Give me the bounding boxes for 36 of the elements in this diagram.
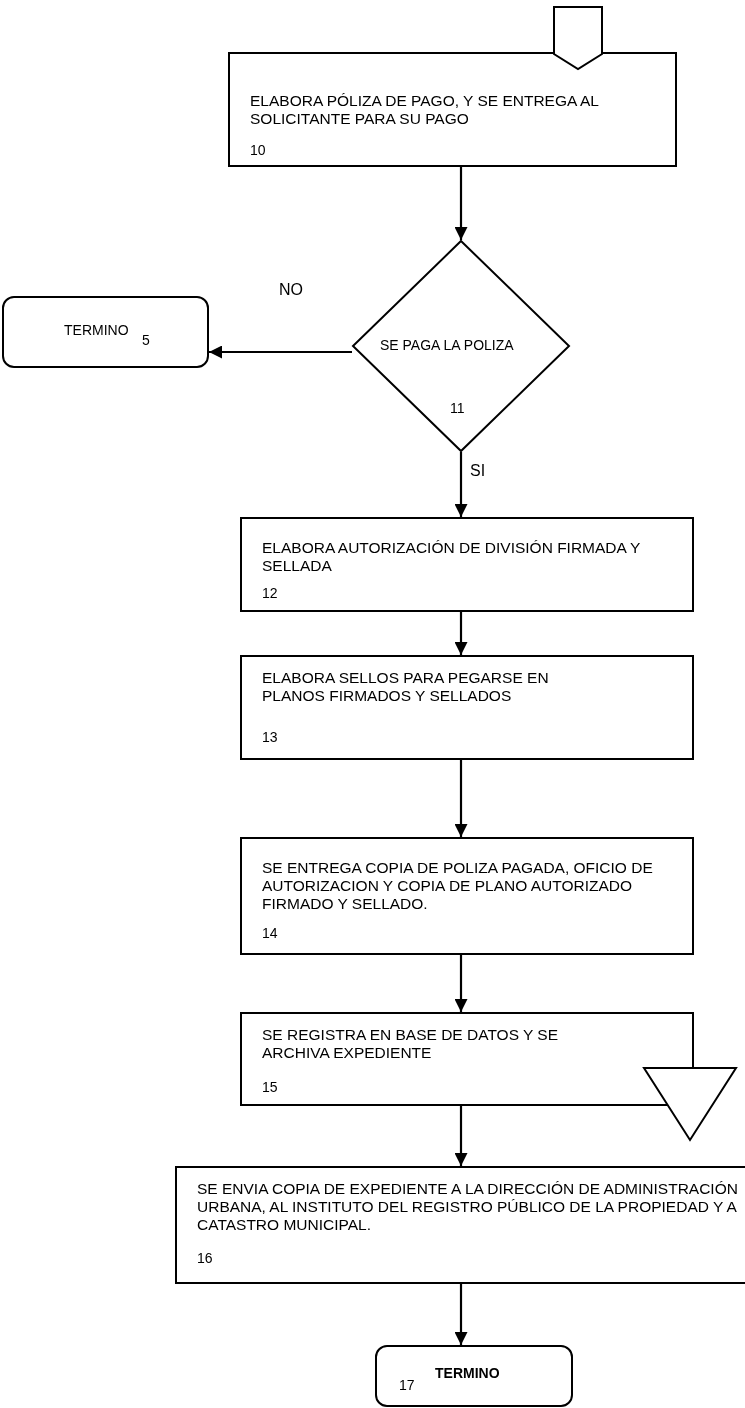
step-description: SE ENTREGA COPIA DE POLIZA PAGADA, OFICIO DE AUTORIZACION Y COPIA DE PLANO AUTORIZADO FIRMADO Y SELLADO. (262, 859, 654, 913)
decision-label: SE PAGA LA POLIZA (380, 337, 514, 353)
step-number: 12 (262, 585, 278, 601)
process-box (240, 517, 694, 612)
terminal-label: TERMINO (435, 1365, 500, 1381)
process-box (228, 52, 677, 167)
terminal-box (2, 296, 209, 368)
arrow (454, 612, 468, 655)
step-description: ELABORA PÓLIZA DE PAGO, Y SE ENTREGA AL SOLICITANTE PARA SU PAGO (250, 92, 600, 128)
step-description: ELABORA AUTORIZACIÓN DE DIVISIÓN FIRMADA Y SELLADA (262, 539, 642, 575)
step-description: SE ENVIA COPIA DE EXPEDIENTE A LA DIRECCIÓN DE ADMINISTRACIÓN URBANA, AL INSTITUTO DEL REGISTRO PÚBLICO DE LA PROPIEDAD Y A CATASTRO MUNICIPAL. (197, 1180, 739, 1234)
arrow (454, 1106, 468, 1166)
terminal-label: TERMINO (64, 322, 129, 338)
decision-diamond (352, 240, 570, 452)
arrow (454, 760, 468, 837)
step-description: SE REGISTRA EN BASE DE DATOS Y SE ARCHIVA EXPEDIENTE (262, 1026, 560, 1062)
arrow (454, 167, 468, 240)
arrow (454, 452, 468, 517)
step-number: 15 (262, 1079, 278, 1095)
arrow (209, 345, 352, 359)
process-box (175, 1166, 745, 1284)
step-number: 10 (250, 142, 266, 158)
process-box (240, 655, 694, 760)
step-number: 14 (262, 925, 278, 941)
process-box (240, 837, 694, 955)
step-description: ELABORA SELLOS PARA PEGARSE EN PLANOS FIRMADOS Y SELLADOS (262, 669, 550, 705)
step-number: 5 (142, 332, 150, 348)
step-number: 17 (399, 1377, 415, 1393)
arrow (454, 955, 468, 1012)
step-number: 16 (197, 1250, 213, 1266)
off-page-connector (553, 6, 603, 70)
step-number: 11 (450, 400, 465, 416)
step-number: 13 (262, 729, 278, 745)
terminal-box (375, 1345, 573, 1407)
arrow (454, 1284, 468, 1345)
archive-triangle (643, 1067, 737, 1141)
